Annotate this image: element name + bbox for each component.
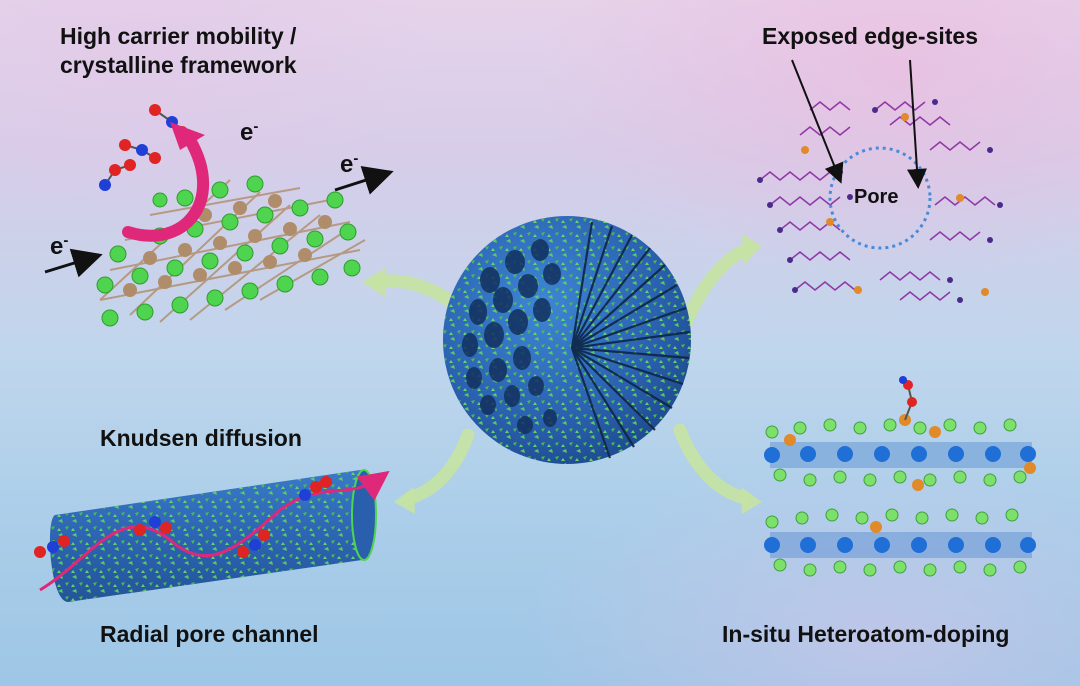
pore-outline [828, 146, 932, 250]
edge-site-arrow-left [791, 59, 844, 184]
magenta-electron-arrow [122, 134, 209, 242]
electron-label-right: e- [340, 150, 359, 178]
gas-molecules-top-left [99, 104, 188, 191]
doped-layers [764, 376, 1036, 577]
green-arrow-top-right [678, 234, 762, 332]
green-arrow-bottom-left [394, 428, 475, 514]
diffusion-path [39, 470, 390, 592]
electron-out-arrow [334, 166, 394, 195]
radial-pore-tube [34, 469, 390, 602]
label-radial-pore-channel: Radial pore channel [100, 621, 319, 647]
doped-layer-bottom [764, 508, 1036, 577]
edge-site-arrow-right [906, 59, 927, 189]
edge-sites-structure [757, 59, 1003, 303]
crystalline-lattice [44, 104, 394, 327]
porous-sphere [443, 216, 691, 464]
doped-layer-top [764, 376, 1036, 491]
label-high-carrier-mobility: High carrier mobility / crystalline fram… [60, 23, 297, 78]
label-knudsen-diffusion: Knudsen diffusion [100, 425, 302, 451]
electron-label-top: e- [240, 118, 259, 146]
label-exposed-edge-sites: Exposed edge-sites [762, 23, 979, 49]
label-pore: Pore [854, 186, 899, 208]
electron-in-arrow [44, 248, 103, 278]
green-arrow-bottom-right [673, 423, 762, 514]
green-arrow-top-left [362, 268, 462, 312]
gas-molecules-tube [34, 476, 332, 558]
label-heteroatom-doping: In-situ Heteroatom-doping [722, 621, 1010, 647]
electron-label-left: e- [50, 232, 69, 260]
